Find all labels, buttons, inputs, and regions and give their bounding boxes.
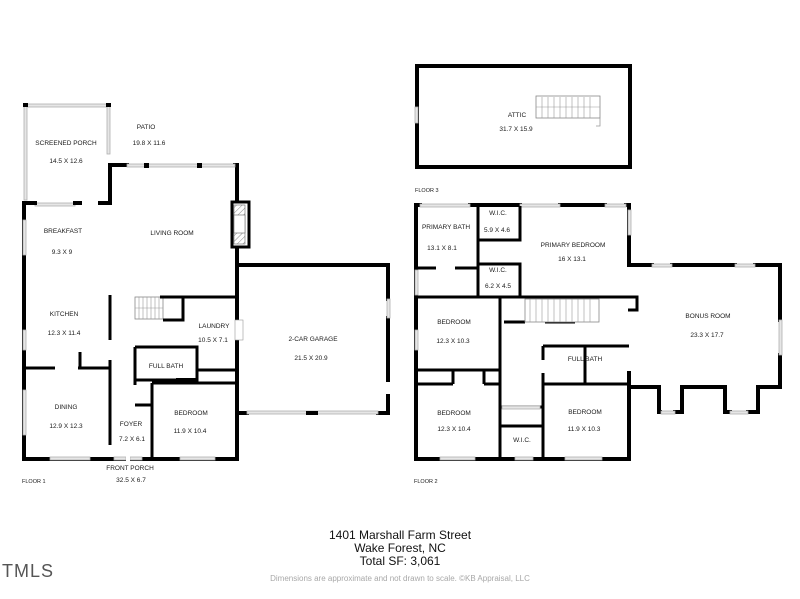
room-name-kitchen: KITCHEN	[50, 311, 79, 318]
room-dims-primary-bedroom: 16 X 13.1	[558, 256, 586, 263]
room-name-bedroom-3: BEDROOM	[568, 409, 602, 416]
room-dims-bedroom-2: 12.3 X 10.4	[437, 426, 471, 433]
room-name-laundry: LAUNDRY	[199, 323, 231, 330]
room-name-wic-1: W.I.C.	[489, 210, 507, 217]
room-dims-laundry: 10.5 X 7.1	[198, 337, 228, 344]
room-name-front-porch: FRONT PORCH	[106, 465, 154, 472]
floor-1-label: FLOOR 1	[22, 479, 46, 485]
room-dims-front-porch: 32.5 X 6.7	[116, 477, 146, 484]
mls-logo: TMLS	[2, 561, 55, 581]
room-name-bonus-room: BONUS ROOM	[685, 313, 730, 320]
room-dims-screened-porch: 14.5 X 12.6	[49, 158, 83, 165]
room-name-breakfast: BREAKFAST	[44, 228, 82, 235]
room-dims-breakfast: 9.3 X 9	[52, 249, 73, 256]
room-name-patio: PATIO	[137, 124, 156, 131]
room-dims-wic-2: 6.2 X 4.5	[485, 283, 511, 290]
bonus-room-plan	[627, 263, 783, 415]
room-dims-dining: 12.9 X 12.3	[49, 423, 83, 430]
room-name-bedroom-1: BEDROOM	[437, 319, 471, 326]
room-name-dining: DINING	[55, 404, 78, 411]
room-dims-primary-bath: 13.1 X 8.1	[427, 245, 457, 252]
room-dims-garage: 21.5 X 20.9	[294, 355, 328, 362]
room-dims-bonus-room: 23.3 X 17.7	[690, 332, 724, 339]
room-name-wic-3: W.I.C.	[513, 437, 531, 444]
floor-2-plan	[414, 203, 639, 461]
room-name-screened-porch: SCREENED PORCH	[35, 140, 97, 147]
floor-3-label: FLOOR 3	[415, 188, 439, 194]
room-dims-wic-1: 5.9 X 4.6	[484, 227, 510, 234]
room-name-living-room: LIVING ROOM	[150, 230, 193, 237]
room-name-primary-bedroom: PRIMARY BEDROOM	[541, 242, 606, 249]
room-name-foyer: FOYER	[120, 421, 143, 428]
room-name-primary-bath: PRIMARY BATH	[422, 224, 470, 231]
room-name-bedroom-f1: BEDROOM	[174, 410, 208, 417]
address-line-2: Wake Forest, NC	[354, 541, 446, 555]
room-dims-kitchen: 12.3 X 11.4	[48, 330, 81, 337]
total-square-footage: Total SF: 3,061	[359, 554, 441, 568]
room-name-full-bath-f2: FULL BATH	[568, 356, 603, 363]
room-dims-patio: 19.8 X 11.6	[133, 140, 166, 147]
room-dims-bedroom-3: 11.9 X 10.3	[568, 426, 601, 433]
room-name-full-bath-f1: FULL BATH	[149, 363, 184, 370]
disclaimer: Dimensions are approximate and not drawn…	[270, 574, 530, 583]
garage-plan	[235, 263, 391, 415]
room-dims-bedroom-1: 12.3 X 10.3	[436, 338, 470, 345]
room-dims-foyer: 7.2 X 6.1	[119, 436, 145, 443]
room-dims-bedroom-f1: 11.9 X 10.4	[174, 428, 207, 435]
floor-3-plan	[414, 64, 632, 169]
room-name-wic-2: W.I.C.	[489, 267, 507, 274]
address-line-1: 1401 Marshall Farm Street	[328, 528, 472, 542]
floor-2-label: FLOOR 2	[414, 479, 438, 485]
room-name-bedroom-2: BEDROOM	[437, 410, 471, 417]
room-dims-attic: 31.7 X 15.9	[499, 126, 533, 133]
floor-1-plan	[22, 103, 251, 461]
room-name-attic: ATTIC	[508, 112, 527, 119]
room-name-garage: 2-CAR GARAGE	[288, 336, 338, 343]
